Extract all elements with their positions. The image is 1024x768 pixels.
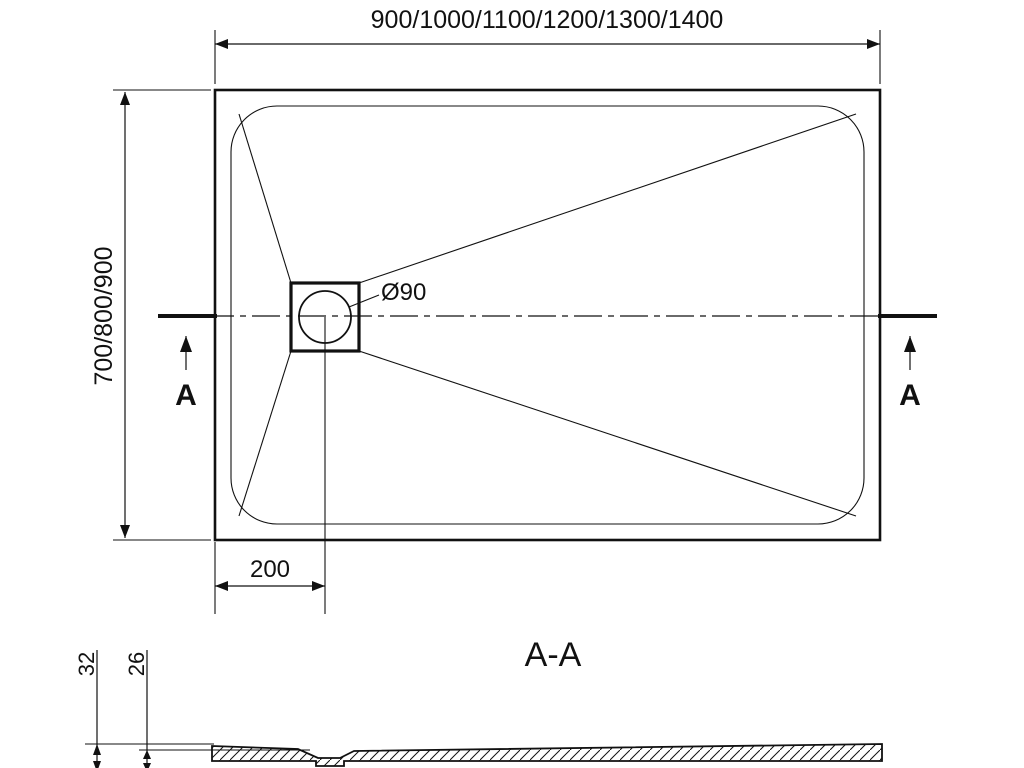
width-dimension-label: 900/1000/1100/1200/1300/1400 bbox=[371, 6, 724, 34]
section-title: A-A bbox=[525, 636, 582, 674]
tray-inner-rounded-rect bbox=[230, 105, 865, 525]
slope-diagonal-top-right bbox=[358, 113, 857, 284]
drain-diameter-label: Ø90 bbox=[381, 279, 426, 306]
base-height-label: 26 bbox=[124, 652, 149, 676]
base-height-arrow-up bbox=[143, 750, 151, 759]
plan-view: A A Ø90 bbox=[158, 88, 937, 542]
plan-dimensions: 900/1000/1100/1200/1300/1400 700/800/900… bbox=[90, 6, 881, 614]
slope-diagonal-bottom-left bbox=[238, 350, 292, 517]
total-height-label: 32 bbox=[74, 652, 99, 676]
drain-diameter-leader bbox=[348, 294, 380, 308]
slope-diagonal-top-left bbox=[238, 113, 292, 284]
total-height-arrow-up bbox=[93, 744, 101, 755]
depth-dimension-label: 700/800/900 bbox=[90, 246, 118, 385]
offset-dimension-label: 200 bbox=[250, 556, 290, 583]
base-height-arrow-down bbox=[143, 763, 151, 768]
section-profile bbox=[211, 743, 883, 767]
total-height-arrow-down bbox=[93, 761, 101, 768]
section-view: A-A 32 26 bbox=[74, 636, 883, 768]
slope-diagonal-bottom-right bbox=[358, 350, 857, 517]
section-letter-right: A bbox=[899, 379, 921, 412]
section-letter-left: A bbox=[175, 379, 197, 412]
